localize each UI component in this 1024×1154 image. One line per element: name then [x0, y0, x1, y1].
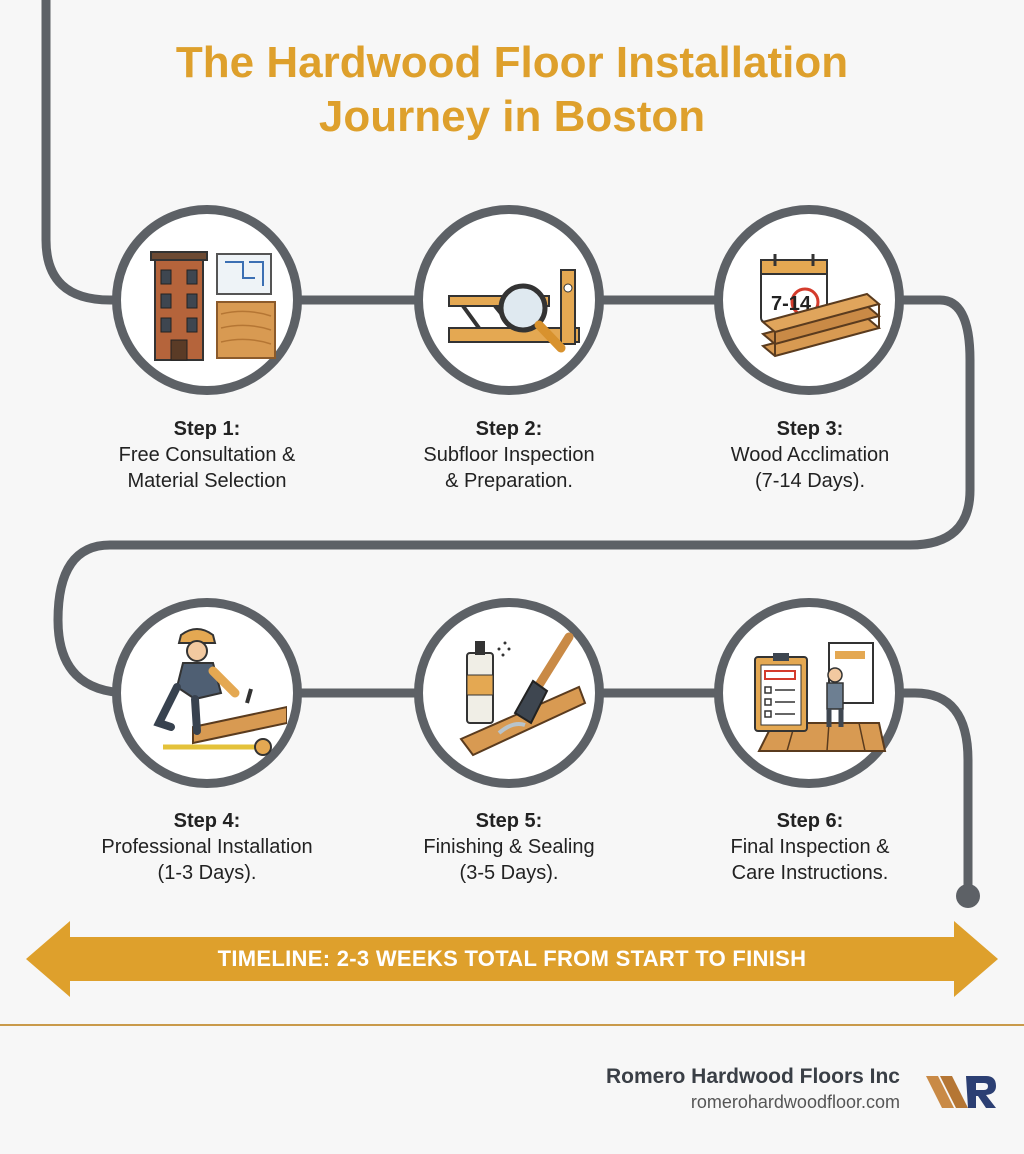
step-4-description-2: (1-3 Days). — [157, 862, 257, 884]
step-1-circle — [112, 205, 302, 395]
step-6-label: Step 6: Final Inspection & Care Instruct… — [670, 808, 950, 886]
romero-r-logo-icon — [926, 1076, 996, 1108]
step-2-circle — [414, 205, 604, 395]
step-4-circle — [112, 598, 302, 788]
step-3-description-2: (7-14 Days). — [754, 470, 866, 492]
calendar-range-text: 7-14 — [771, 293, 812, 315]
timeline-arrow — [26, 921, 998, 997]
subfloor-magnifier-level-icon — [448, 269, 580, 353]
company-url[interactable]: romerohardwoodfloor.com — [690, 1092, 900, 1112]
step-2-label: Step 2: Subfloor Inspection & Preparatio… — [369, 416, 649, 494]
step-2-description: Subfloor Inspection — [423, 444, 595, 466]
step-3-label: Step 3: Wood Acclimation (7-14 Days). — [670, 416, 950, 494]
step-6-description-2: Care Instructions. — [731, 862, 889, 884]
step-3-number: Step 3: — [776, 418, 844, 440]
step-1-label: Step 1: Free Consultation & Material Sel… — [67, 416, 347, 494]
step-1-number: Step 1: — [173, 418, 241, 440]
timeline-label: TIMELINE: 2-3 WEEKS TOTAL FROM START TO … — [217, 946, 807, 971]
title-line-1: The Hardwood Floor Installation — [175, 38, 849, 87]
page-title: The Hardwood Floor Installation Journey … — [0, 36, 1024, 144]
step-5-circle — [414, 598, 604, 788]
company-info: Romero Hardwood Floors Inc romerohardwoo… — [606, 1064, 900, 1114]
step-5-description-2: (3-5 Days). — [459, 862, 559, 884]
step-2-number: Step 2: — [475, 418, 543, 440]
brush-sealant-icon — [459, 632, 587, 757]
step-5-number: Step 5: — [475, 810, 543, 832]
step-5-label: Step 5: Finishing & Sealing (3-5 Days). — [369, 808, 649, 886]
clipboard-inspection-icon — [754, 642, 887, 752]
step-2-description-2: & Preparation. — [445, 470, 573, 492]
brownstone-blueprint-wood-icon — [150, 251, 276, 361]
worker-installing-icon — [153, 628, 287, 756]
footer-divider — [0, 1024, 1024, 1026]
step-5-description: Finishing & Sealing — [423, 836, 595, 858]
calendar-wood-stack-icon: 7-14 — [760, 254, 882, 358]
step-1-description: Free Consultation & — [118, 444, 296, 466]
step-1-description-2: Material Selection — [127, 470, 287, 492]
step-3-description: Wood Acclimation — [730, 444, 890, 466]
step-6-description: Final Inspection & — [730, 836, 890, 858]
step-6-circle — [714, 598, 904, 788]
step-4-number: Step 4: — [173, 810, 241, 832]
step-6-number: Step 6: — [776, 810, 844, 832]
step-4-description: Professional Installation — [101, 836, 313, 858]
step-3-circle: 7-14 — [714, 205, 904, 395]
step-4-label: Step 4: Professional Installation (1-3 D… — [67, 808, 347, 886]
company-name: Romero Hardwood Floors Inc — [605, 1065, 900, 1088]
title-line-2: Journey in Boston — [318, 92, 706, 141]
